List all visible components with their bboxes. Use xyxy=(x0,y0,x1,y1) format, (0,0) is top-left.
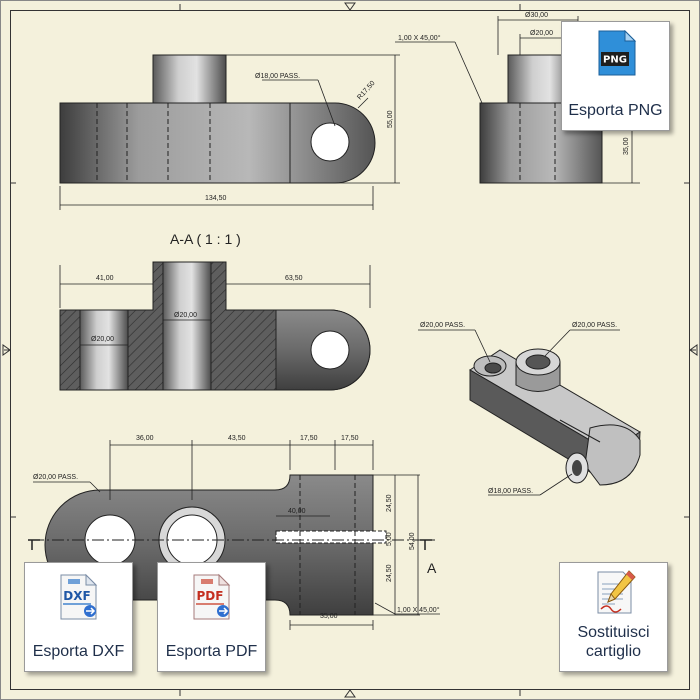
svg-text:DXF: DXF xyxy=(63,589,90,603)
dim-plan-24b: 24,50 xyxy=(386,564,393,582)
dim-plan-54: 54,00 xyxy=(409,532,416,550)
dim-plan-35: 35,00 xyxy=(320,613,338,620)
dim-plan-5: 5,00 xyxy=(386,532,393,546)
dim-sec-d20-mid: Ø20,00 xyxy=(174,312,197,319)
dim-top-width: 134,50 xyxy=(205,195,227,202)
dim-chamfer-top: 1,00 X 45,00° xyxy=(398,34,441,42)
export-dxf-label: Esporta DXF xyxy=(32,643,125,660)
dim-iso-d18: Ø18,00 PASS. xyxy=(488,488,533,495)
dim-iso-d20-right: Ø20,00 PASS. xyxy=(572,322,617,329)
dim-sec-63: 63,50 xyxy=(285,275,303,282)
dim-plan-43: 43,50 xyxy=(228,435,246,442)
dim-plan-17b: 17,50 xyxy=(341,435,359,442)
export-pdf-label: Esporta PDF xyxy=(165,643,258,660)
dim-plan-hole: Ø20,00 PASS. xyxy=(33,474,78,481)
dim-plan-36: 36,00 xyxy=(136,435,154,442)
replace-title-block-button[interactable]: Sostituisci cartiglio xyxy=(559,562,668,672)
dim-plan-24a: 24,50 xyxy=(386,494,393,512)
dim-side-d20: Ø20,00 xyxy=(530,30,553,37)
dim-sec-41: 41,00 xyxy=(96,275,114,282)
dim-top-hole: Ø18,00 PASS. xyxy=(255,73,300,80)
svg-text:PDF: PDF xyxy=(197,589,224,603)
png-file-icon: PNG xyxy=(598,30,637,76)
pencil-sheet-icon xyxy=(597,570,636,614)
front-view: 134,50 55,00 Ø18,00 PASS. R17,50 xyxy=(59,54,400,210)
isometric-view: Ø20,00 PASS. Ø20,00 PASS. Ø18,00 PASS. xyxy=(418,322,641,496)
export-dxf-button[interactable]: DXF Esporta DXF xyxy=(24,562,133,672)
dim-chamfer-bottom: 1,00 X 45,00° xyxy=(397,606,440,614)
dim-sec-d20-left: Ø20,00 xyxy=(91,336,114,343)
dim-iso-d20-left: Ø20,00 PASS. xyxy=(420,322,465,329)
dxf-file-icon: DXF xyxy=(60,573,98,620)
dim-side-d30: Ø30,00 xyxy=(525,12,548,19)
section-view: A-A ( 1 : 1 ) 41,00 63,50 Ø20,00 Ø20,00 xyxy=(59,231,371,391)
replace-title-block-label-line1: Sostituisci xyxy=(577,624,650,641)
dim-plan-17a: 17,50 xyxy=(300,435,318,442)
dim-plan-40: 40,00 xyxy=(288,508,306,515)
dim-side-h35: 35,00 xyxy=(623,137,630,155)
svg-text:PNG: PNG xyxy=(603,55,627,66)
dim-top-height: 55,00 xyxy=(387,110,394,128)
section-marker: A xyxy=(427,560,437,576)
export-pdf-button[interactable]: PDF Esporta PDF xyxy=(157,562,266,672)
export-png-label: Esporta PNG xyxy=(568,102,663,119)
section-title: A-A ( 1 : 1 ) xyxy=(170,231,241,247)
replace-title-block-label-line2: cartiglio xyxy=(585,643,642,660)
pdf-file-icon: PDF xyxy=(193,573,231,620)
export-png-button[interactable]: PNG Esporta PNG xyxy=(561,21,670,131)
